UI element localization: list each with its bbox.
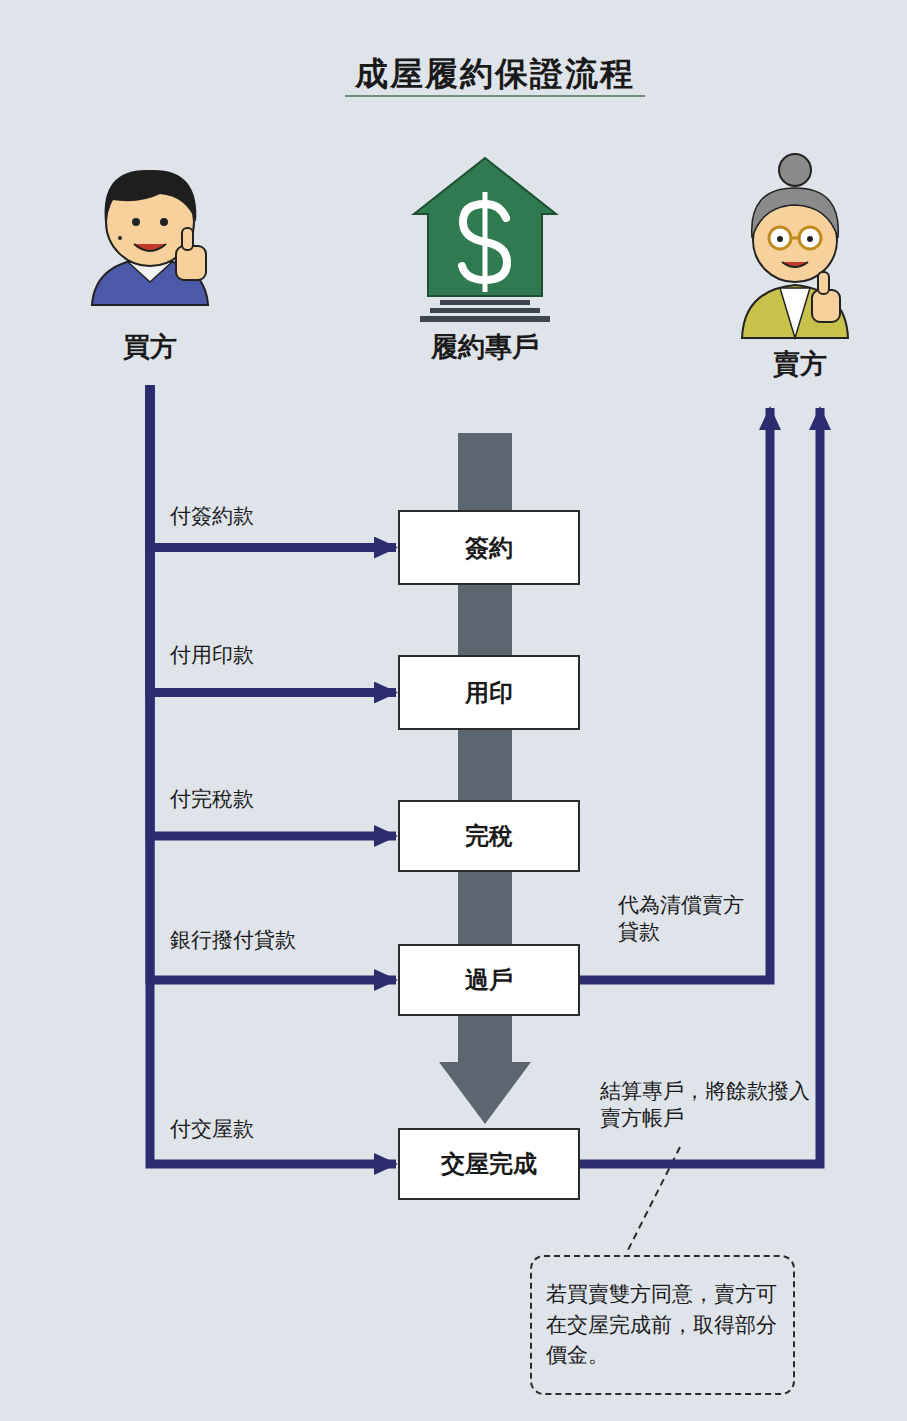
process-box: 過戶 bbox=[398, 944, 580, 1016]
process-box: 簽約 bbox=[398, 510, 580, 585]
diagram-title: 成屋履約保證流程 bbox=[300, 52, 690, 97]
process-box: 用印 bbox=[398, 655, 580, 730]
payment-arrow bbox=[150, 385, 396, 980]
payment-arrow bbox=[150, 385, 396, 548]
edge-label: 付簽約款 bbox=[168, 503, 256, 530]
payment-arrow bbox=[150, 385, 396, 836]
edge-label: 付用印款 bbox=[168, 642, 256, 669]
party-label: 賣方 bbox=[773, 346, 827, 382]
process-box: 完稅 bbox=[398, 800, 580, 872]
edge-label: 銀行撥付貸款 bbox=[168, 927, 298, 954]
step-label: 用印 bbox=[465, 677, 513, 709]
process-box: 交屋完成 bbox=[398, 1128, 580, 1200]
edge-label: 代為清償賣方貸款 bbox=[616, 892, 762, 947]
step-label: 交屋完成 bbox=[441, 1148, 537, 1180]
party-figure: 買方 bbox=[80, 155, 220, 385]
payment-arrow bbox=[150, 385, 396, 1164]
payment-arrow bbox=[150, 385, 396, 693]
step-label: 完稅 bbox=[465, 820, 513, 852]
edge-label: 結算專戶，將餘款撥入賣方帳戶 bbox=[598, 1078, 814, 1133]
buyer-figure bbox=[92, 170, 208, 305]
note-text: 若買賣雙方同意，賣方可在交屋完成前，取得部分價金。 bbox=[546, 1279, 779, 1370]
escrow-house-icon bbox=[414, 158, 556, 322]
party-label: 履約專戶 bbox=[431, 329, 539, 365]
payment-arrow bbox=[580, 408, 770, 980]
edge-label: 付完稅款 bbox=[168, 786, 256, 813]
step-label: 簽約 bbox=[465, 532, 513, 564]
party-figure: 賣方 bbox=[730, 140, 870, 390]
edge-label: 付交屋款 bbox=[168, 1116, 256, 1143]
note-callout: 若買賣雙方同意，賣方可在交屋完成前，取得部分價金。 bbox=[530, 1255, 795, 1395]
title-underline bbox=[345, 95, 645, 97]
step-label: 過戶 bbox=[465, 964, 513, 996]
seller-figure bbox=[742, 154, 848, 338]
payment-arrow bbox=[580, 408, 820, 1164]
party-label: 買方 bbox=[123, 329, 177, 365]
party-figure: 履約專戶 bbox=[400, 150, 570, 385]
